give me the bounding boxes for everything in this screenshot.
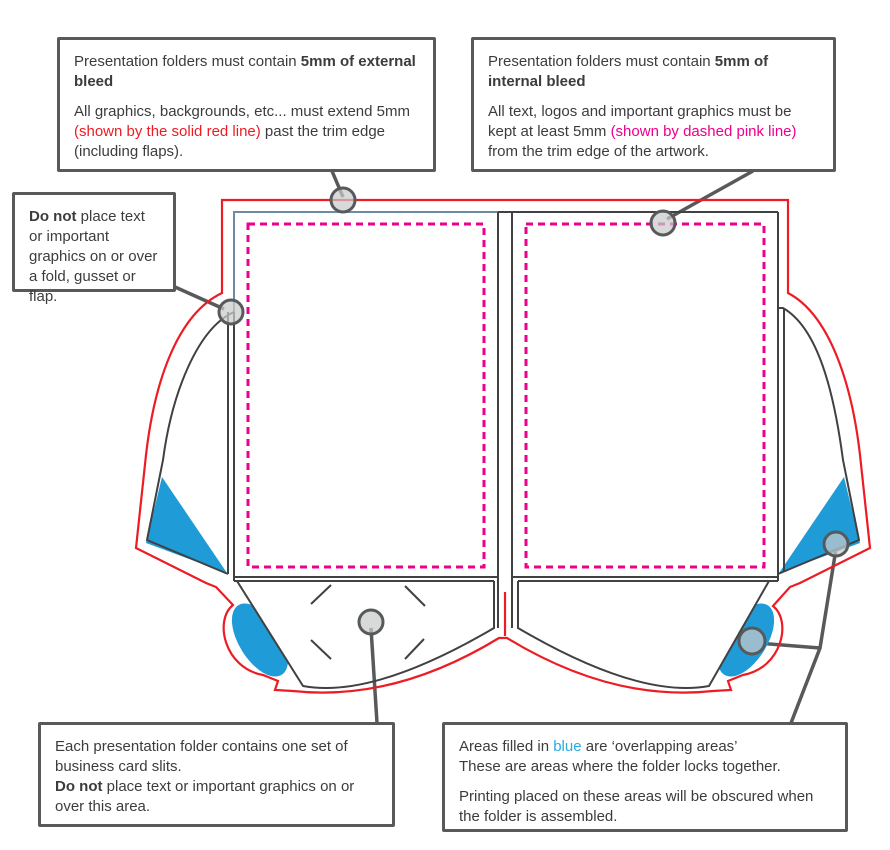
trim-lines	[145, 211, 861, 689]
card-slit-top-left	[310, 584, 332, 605]
card-slit-top-right	[404, 585, 426, 607]
overlap-tab-left	[231, 603, 289, 677]
flap-outer-left	[145, 311, 235, 575]
callout-fold-warning-body: Do not place text or important graphics …	[29, 208, 158, 305]
card-slit-bottom-left	[310, 639, 332, 660]
connector-card-slits	[369, 627, 379, 724]
anchor-circles	[217, 186, 850, 656]
callout-overlap-line2: These are areas where the folder locks t…	[459, 758, 781, 775]
card-slit-bottom-right	[404, 638, 425, 660]
callout-card-slits: Each presentation folder contains one se…	[38, 722, 395, 827]
callout-internal-bleed-body: All text, logos and important graphics m…	[488, 103, 797, 160]
callout-overlap-line1: Areas filled in blue are ‘overlapping ar…	[459, 738, 738, 755]
callout-internal-bleed-heading: Presentation folders must contain 5mm of…	[488, 53, 769, 90]
callout-card-slits-line2: Do not place text or important graphics …	[55, 778, 355, 815]
bleed-outline	[134, 198, 872, 694]
callout-overlap-areas: Areas filled in blue are ‘overlapping ar…	[442, 722, 848, 832]
pocket-right	[517, 580, 770, 689]
callout-card-slits-line1: Each presentation folder contains one se…	[55, 738, 348, 775]
callout-external-bleed-heading: Presentation folders must contain 5mm of…	[74, 53, 416, 90]
anchor-card-slits	[357, 608, 385, 636]
callout-overlap-line3: Printing placed on these areas will be o…	[459, 788, 814, 825]
bleed-outline-path	[134, 198, 872, 694]
safe-area-left	[246, 222, 486, 569]
safe-areas	[246, 222, 766, 569]
anchor-overlap-flap	[822, 530, 850, 558]
connector-fold	[174, 285, 225, 311]
panel-bottom-left	[234, 576, 498, 582]
anchor-external-bleed	[329, 186, 357, 214]
panel-bottom-right	[512, 576, 778, 582]
business-card-slits	[310, 584, 426, 660]
callout-fold-warning: Do not place text or important graphics …	[12, 192, 176, 305]
callout-external-bleed: Presentation folders must contain 5mm of…	[57, 37, 436, 172]
pocket-left	[236, 580, 495, 689]
safe-area-right	[524, 222, 766, 569]
callout-internal-bleed: Presentation folders must contain 5mm of…	[471, 37, 836, 172]
fold-edge-left-panel	[233, 211, 498, 312]
anchor-fold	[217, 298, 245, 326]
anchor-overlap-tab	[737, 626, 767, 656]
flap-outer-right	[777, 307, 861, 575]
callout-external-bleed-body: All graphics, backgrounds, etc... must e…	[74, 103, 410, 160]
anchor-internal-bleed	[649, 209, 677, 237]
